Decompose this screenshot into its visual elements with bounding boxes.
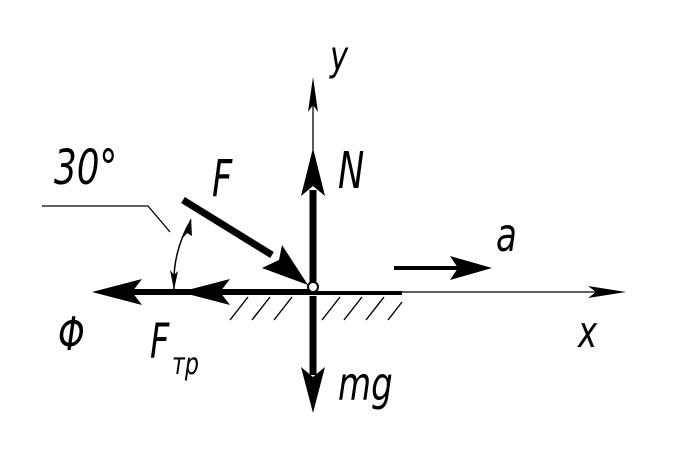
surface-hatching: [229, 296, 403, 321]
x-axis: [318, 286, 626, 298]
acceleration-label: a: [496, 208, 517, 263]
gravity-arrow: [301, 296, 325, 413]
reaction-label: Φ: [58, 307, 85, 362]
angle-leader-line: [42, 205, 171, 233]
contact-point: [307, 281, 319, 293]
x-axis-label: x: [577, 307, 598, 358]
friction-arrow: [180, 279, 230, 305]
acceleration-arrow: [394, 256, 492, 280]
normal-force-arrow: [301, 148, 325, 290]
x-axis-arrowhead: [588, 286, 626, 298]
normal-force-label: N: [338, 143, 364, 201]
y-axis-label: y: [329, 31, 348, 80]
y-axis-arrowhead: [308, 77, 318, 112]
y-axis: [308, 77, 318, 150]
friction-label: F: [150, 313, 170, 370]
applied-force-arrow: [181, 197, 308, 285]
gravity-label: mg: [338, 357, 393, 412]
applied-force-label: F: [212, 151, 233, 209]
angle-arc: [170, 218, 192, 291]
friction-subscript: тр: [172, 348, 199, 382]
angle-label: 30°: [54, 141, 117, 197]
